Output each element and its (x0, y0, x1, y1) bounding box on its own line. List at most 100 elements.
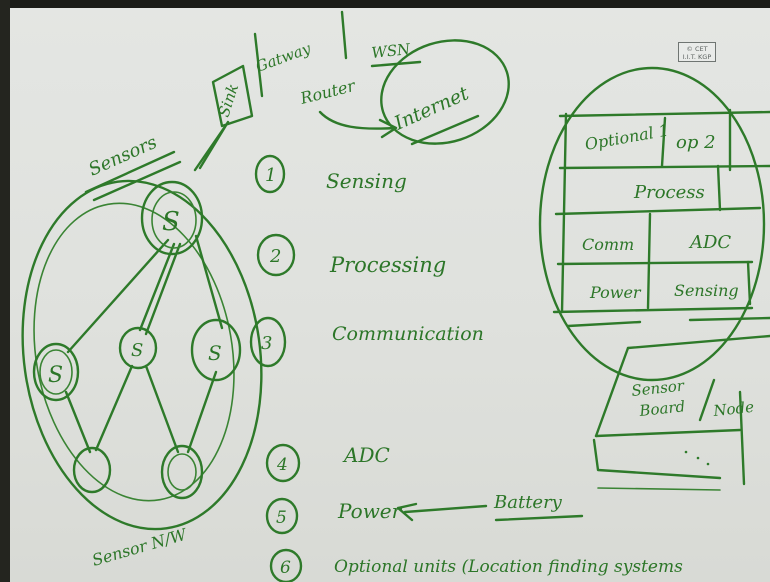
cell-optional-2: op 2 (676, 132, 716, 153)
logo-line-2: I.I.T. KGP (682, 53, 712, 61)
arrow-head (378, 118, 398, 139)
board-board-label: Board (638, 397, 686, 420)
node-components-list: 1 Sensing 2 Processing 3 Communication 4… (249, 154, 683, 582)
sink-node (140, 180, 204, 256)
battery-arrow-head (396, 502, 418, 522)
item-optional-units: Optional units (Location finding systems (334, 557, 683, 577)
cell-process: Process (633, 182, 705, 203)
edge-sink-s1 (66, 238, 170, 354)
internet-underline (410, 114, 480, 146)
battery-arrow (403, 504, 488, 514)
number-circle-3 (249, 316, 287, 368)
sensor-network-boundary (21, 179, 263, 531)
board-front-edge (594, 428, 742, 438)
gateway-divider-2 (340, 10, 348, 60)
sink-node-inner (151, 191, 197, 249)
number-circle-5 (265, 497, 299, 535)
number-circle-4 (265, 443, 301, 483)
sensor-node-2-label: S (131, 340, 143, 361)
cet-iit-kgp-logo: © CET I.I.T. KGP (678, 42, 716, 62)
sink-box (211, 64, 254, 128)
sensors-label: Sensors (85, 132, 160, 181)
grid-row-2 (554, 206, 762, 216)
grid-col-right-low (746, 260, 752, 306)
grid-row-4 (552, 306, 754, 314)
board-top-edge (626, 334, 770, 350)
architecture-circle (538, 66, 766, 382)
sensor-node-3 (190, 318, 242, 382)
board-dot-1 (684, 450, 688, 454)
grid-col-mid-top (660, 116, 667, 168)
cell-optional-1: Optional 1 (583, 121, 670, 154)
cell-adc: ADC (688, 232, 731, 253)
number-5: 5 (276, 508, 287, 528)
number-circle-1 (254, 154, 286, 194)
number-6: 6 (280, 558, 291, 578)
sensor-node-1-inner (39, 349, 73, 395)
item-power: Power (337, 499, 403, 523)
item-battery: Battery (493, 492, 563, 513)
board-sensor-label: Sensor (631, 376, 686, 399)
top-cluster: Sink Gatway Router WSN Internet (193, 10, 510, 172)
router-to-internet-arrow (318, 110, 397, 130)
wsn-label: WSN (371, 40, 412, 62)
item-adc: ADC (342, 443, 390, 467)
number-1: 1 (265, 165, 276, 186)
sensor-node-1 (32, 342, 80, 402)
item-communication: Communication (332, 323, 484, 345)
sensor-network: Sensors S S S S Sensor N/W (21, 132, 263, 570)
edge-s2-s4 (94, 364, 134, 452)
cell-sensing: Sensing (674, 281, 739, 300)
grid-row-0 (558, 110, 770, 118)
under-grid-stroke-2 (688, 316, 770, 322)
board-bottom-stroke (597, 487, 721, 491)
sensor-network-label: Sensor N/W (90, 524, 190, 569)
sensor-network-inner-boundary (33, 202, 235, 502)
sensor-node-1-label: S (48, 363, 63, 388)
grid-row-1 (558, 164, 770, 170)
board-dot-2 (696, 456, 700, 460)
edge-sink-s2 (138, 242, 176, 332)
node-architecture: Optional 1 op 2 Process Comm ADC Power S… (538, 66, 770, 491)
edge-s2-s5 (144, 364, 180, 454)
edge-s1-s4 (64, 390, 92, 454)
sink-node-label: S (162, 207, 180, 237)
sink-label: Sink (215, 82, 243, 120)
number-3: 3 (261, 333, 272, 354)
edge-sink-s2-b (144, 242, 182, 336)
board-frame-left (0, 0, 10, 582)
board-dot-3 (706, 462, 710, 466)
cell-power: Power (589, 283, 642, 302)
grid-col-mid-low (646, 212, 652, 310)
edge-sink-s3 (194, 234, 224, 330)
router-label: Router (297, 76, 358, 108)
number-2: 2 (269, 246, 281, 267)
board-node-label: Node (712, 398, 755, 420)
item-sensing: Sensing (326, 169, 407, 193)
board-frame-top (0, 0, 770, 8)
item-processing: Processing (329, 253, 446, 277)
sensor-node-5-inner (167, 453, 197, 491)
sink-link-2 (193, 126, 226, 172)
number-circle-2 (256, 233, 296, 277)
battery-underline (494, 514, 584, 522)
cell-comm: Comm (582, 235, 634, 254)
internet-label: Internet (390, 82, 472, 135)
board-thickness (592, 438, 722, 480)
edge-s3-s5 (186, 370, 218, 454)
board-left-edge (594, 346, 630, 438)
under-grid-stroke-1 (566, 320, 642, 328)
gateway-label: Gatway (253, 39, 313, 76)
board-slash (698, 378, 716, 422)
grid-row-3 (556, 260, 754, 266)
sensor-node-3-label: S (208, 341, 222, 365)
sensor-node-2 (118, 326, 158, 370)
logo-line-1: © CET (686, 45, 708, 53)
number-circle-6 (269, 548, 303, 582)
sensor-node-5 (160, 444, 204, 500)
number-4: 4 (276, 455, 288, 475)
sensor-node-4 (72, 446, 112, 494)
grid-col-left (560, 112, 568, 314)
